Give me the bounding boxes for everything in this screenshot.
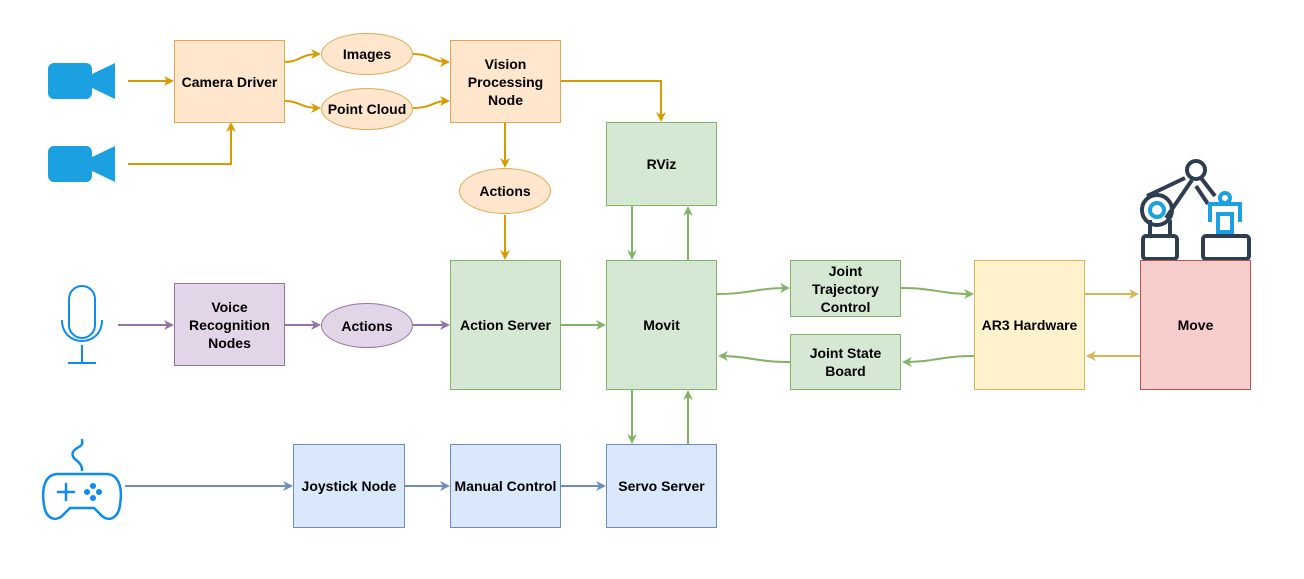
movit-node[interactable]: Movit	[606, 260, 717, 390]
actions-topic-vision[interactable]: Actions	[459, 168, 551, 214]
edge-movit-to-trajectory	[716, 283, 790, 295]
vision-processing-node[interactable]: Vision Processing Node	[450, 40, 561, 123]
actions-topic-voice[interactable]: Actions	[321, 303, 413, 348]
joint-trajectory-control-node[interactable]: Joint Trajectory Control	[790, 260, 901, 317]
edge-trajectory-to-ar3	[900, 287, 974, 299]
point-cloud-topic[interactable]: Point Cloud	[321, 88, 413, 130]
gamepad-icon	[41, 438, 123, 521]
edge-pointcloud-to-vision	[412, 96, 450, 109]
ar3-hardware-node[interactable]: AR3 Hardware	[974, 260, 1085, 390]
joystick-node[interactable]: Joystick Node	[293, 444, 405, 528]
edge-vision-to-rviz	[561, 80, 666, 122]
video-camera-icon	[48, 63, 115, 99]
edge-ar3-to-jointstate	[902, 355, 975, 367]
joint-state-board-node[interactable]: Joint State Board	[790, 334, 901, 390]
robot-arm-icon	[1140, 159, 1251, 261]
move-node[interactable]: Move	[1140, 260, 1251, 390]
images-topic[interactable]: Images	[321, 33, 413, 75]
microphone-icon	[61, 285, 103, 364]
edge-jointstate-to-movit	[718, 351, 791, 363]
edge-driver-to-images	[284, 49, 321, 63]
edge-images-to-vision	[412, 53, 450, 67]
edge-camera-bottom-to-driver	[128, 122, 236, 165]
action-server-node[interactable]: Action Server	[450, 260, 561, 390]
manual-control-node[interactable]: Manual Control	[450, 444, 561, 528]
edge-driver-to-pointcloud	[284, 100, 321, 113]
rviz-node[interactable]: RViz	[606, 122, 717, 206]
servo-server-node[interactable]: Servo Server	[606, 444, 717, 528]
video-camera-icon	[48, 146, 115, 182]
camera-driver-node[interactable]: Camera Driver	[174, 40, 285, 123]
voice-recognition-node[interactable]: Voice Recognition Nodes	[174, 283, 285, 366]
